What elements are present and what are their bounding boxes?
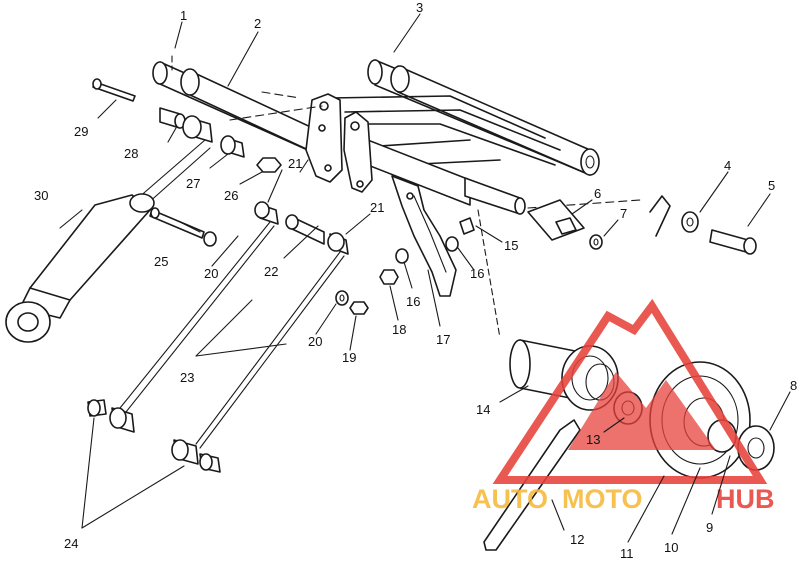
label-19: 19 [342, 350, 356, 365]
label-27: 27 [186, 176, 200, 191]
label-8: 8 [790, 378, 797, 393]
automotohub-watermark: AUTO MOTO HUB [472, 298, 775, 514]
label-22: 22 [264, 264, 278, 279]
label-23: 23 [180, 370, 194, 385]
label-18: 18 [392, 322, 406, 337]
link-rods [87, 201, 349, 473]
label-14: 14 [476, 402, 490, 417]
label-29: 29 [74, 124, 88, 139]
label-5: 5 [768, 178, 775, 193]
leader-lines [59, 13, 791, 543]
label-16-left: 16 [406, 294, 420, 309]
label-12: 12 [570, 532, 584, 547]
small-hardware [335, 217, 475, 315]
label-20-lower: 20 [308, 334, 322, 349]
label-7: 7 [620, 206, 627, 221]
watermark-text-auto: AUTO [472, 484, 548, 514]
label-25: 25 [154, 254, 168, 269]
label-1: 1 [180, 8, 187, 23]
label-17: 17 [436, 332, 450, 347]
watermark-text-moto: MOTO [562, 484, 643, 514]
label-28: 28 [124, 146, 138, 161]
torque-arm [391, 175, 457, 297]
label-30: 30 [34, 188, 48, 203]
label-3: 3 [416, 0, 423, 15]
label-16-right: 16 [470, 266, 484, 281]
upper-frame [152, 55, 641, 215]
label-10: 10 [664, 540, 678, 555]
label-21-right: 21 [370, 200, 384, 215]
label-21-left: 21 [288, 156, 302, 171]
shock-absorber [5, 139, 211, 343]
label-2: 2 [254, 16, 261, 31]
label-13: 13 [586, 432, 600, 447]
label-20-upper: 20 [204, 266, 218, 281]
watermark-triangle-outer [492, 298, 768, 484]
right-hardware [527, 195, 757, 255]
label-26: 26 [224, 188, 238, 203]
bolt-25 [149, 207, 217, 247]
label-11: 11 [620, 546, 634, 561]
watermark-text-hub: HUB [716, 484, 775, 514]
upper-shock-hardware [92, 78, 282, 173]
label-4: 4 [724, 158, 731, 173]
label-24: 24 [64, 536, 78, 551]
label-15: 15 [504, 238, 518, 253]
watermark-triangle-inner [568, 372, 716, 450]
label-6: 6 [594, 186, 601, 201]
label-9: 9 [706, 520, 713, 535]
part-labels: 1 2 3 4 5 6 7 8 9 10 11 12 13 14 15 16 1… [34, 0, 797, 561]
